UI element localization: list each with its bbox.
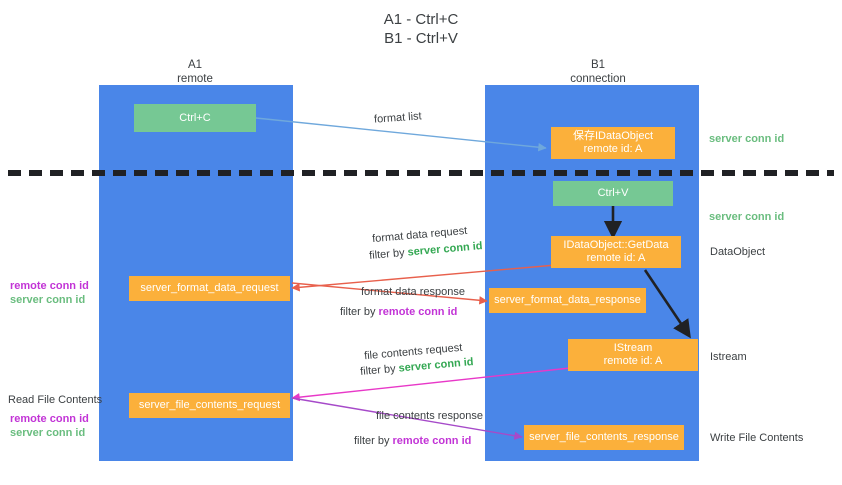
label-file-contents-response-filter-prefix: filter by [354,435,393,447]
annotation-dataobject: DataObject [710,246,766,258]
box-getdata-line2: remote id: A [586,252,646,264]
label-format-data-response-filter: filter by remote conn id [340,305,457,319]
label-format-data-request-filter-key: server conn id [407,240,484,259]
phase-divider [8,170,834,176]
box-getdata[interactable]: IDataObject::GetData remote id: A [551,236,681,268]
box-istream-line2: remote id: A [603,355,663,367]
label-file-contents-response: file contents response [376,410,484,422]
box-save-idataobject-line2: remote id: A [583,143,643,155]
column-header-a1: A1 remote [125,58,265,86]
annotation-conn-ids-lower: remote conn id server conn id [10,412,89,440]
box-server-file-contents-request-label: server_file_contents_request [138,399,281,411]
label-file-contents-response-filter-key: remote conn id [392,435,472,447]
box-istream[interactable]: IStream remote id: A [568,339,698,371]
box-server-file-contents-response-label: server_file_contents_response [529,431,679,443]
annotation-server-conn-id-top: server conn id [709,133,785,145]
annotation-istream: Istream [710,351,747,363]
annotation-server-conn-id-mid: server conn id [709,211,785,223]
box-server-format-data-response-label: server_format_data_response [494,294,641,306]
box-save-idataobject[interactable]: 保存IDataObject remote id: A [551,127,675,159]
box-ctrl-v[interactable]: Ctrl+V [553,181,673,206]
annotation-read-file-contents: Read File Contents [8,394,103,406]
column-header-b1-role: connection [570,73,626,85]
box-server-format-data-request-label: server_format_data_request [140,282,279,294]
annotation-conn-ids-upper: remote conn id server conn id [10,279,89,307]
annotation-remote-conn-id-2: remote conn id [10,413,89,425]
box-server-file-contents-request[interactable]: server_file_contents_request [129,393,290,418]
label-format-data-response-filter-prefix: filter by [340,306,379,318]
annotation-write-file-contents: Write File Contents [710,432,804,444]
label-format-data-response: format data response [361,286,465,298]
annotation-server-conn-id-1: server conn id [10,294,86,306]
page-title: A1 - Ctrl+C B1 - Ctrl+V [383,11,459,47]
annotation-remote-conn-id-1: remote conn id [10,280,89,292]
box-server-format-data-response[interactable]: server_format_data_response [489,288,646,313]
label-format-list: format list [373,110,423,126]
box-save-idataobject-line1: 保存IDataObject [572,130,654,142]
column-header-b1: B1 connection [528,58,668,86]
box-istream-line1: IStream [613,342,653,354]
column-header-a1-name: A1 [187,59,203,71]
box-ctrl-v-label: Ctrl+V [597,187,629,199]
label-file-contents-response-filter: filter by remote conn id [354,434,471,448]
label-format-data-request-filter-prefix: filter by [368,246,409,262]
label-file-contents-request-filter-prefix: filter by [359,362,400,378]
box-ctrl-c[interactable]: Ctrl+C [134,104,256,132]
column-header-a1-role: remote [177,73,213,85]
label-format-data-response-filter-key: remote conn id [378,306,458,318]
box-getdata-line1: IDataObject::GetData [563,239,669,251]
annotation-server-conn-id-2: server conn id [10,427,86,439]
box-server-file-contents-response[interactable]: server_file_contents_response [524,425,684,450]
box-ctrl-c-label: Ctrl+C [179,111,211,124]
box-server-format-data-request[interactable]: server_format_data_request [129,276,290,301]
column-header-b1-name: B1 [590,59,606,71]
